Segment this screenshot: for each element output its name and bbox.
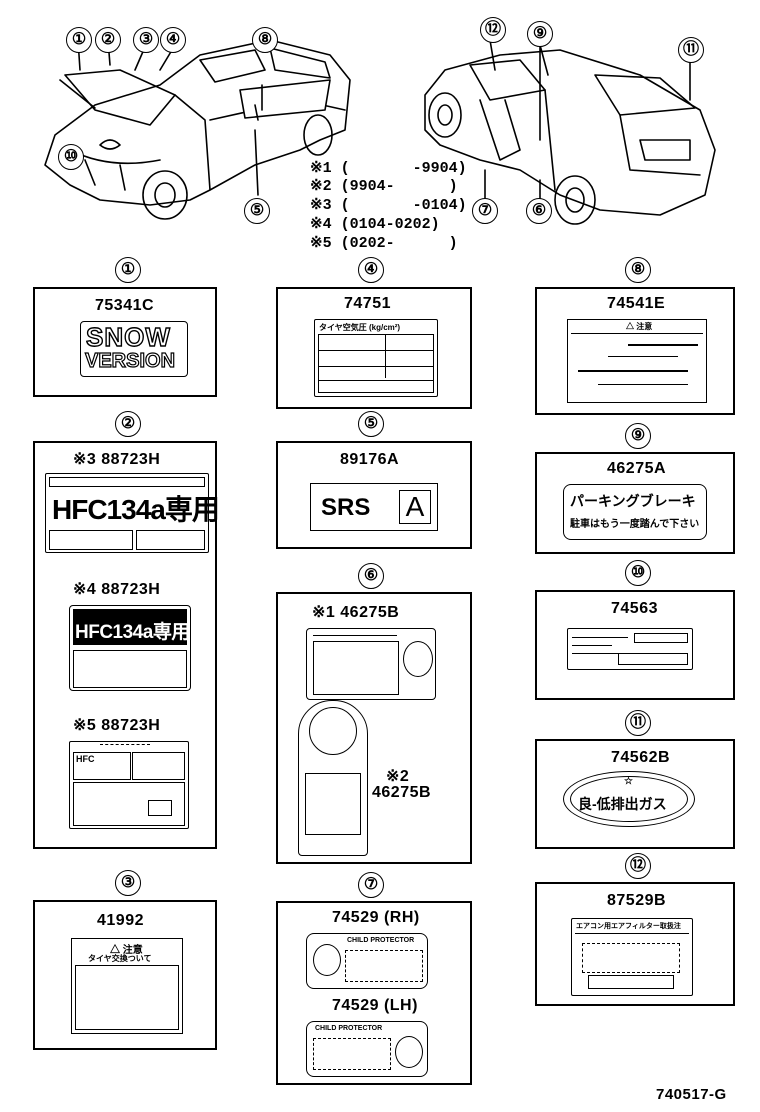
air-filter-header: エアコン用エアフィルター取扱注 (576, 923, 681, 930)
part-number-mark: ※2 (386, 768, 410, 785)
star-icon: ☆ (624, 776, 633, 787)
section-5-callout: ⑤ (358, 411, 384, 437)
section-2-callout: ② (115, 411, 141, 437)
car-illustrations (44, 39, 716, 225)
part-number: 74563 (611, 600, 658, 617)
callout-11-top: ⑪ (678, 37, 704, 63)
callout-7-top: ⑦ (472, 198, 498, 224)
caution-header: △ 注意 (626, 322, 653, 331)
part-4-box: 74751 タイヤ空気圧 (kg/cm²) (276, 287, 472, 409)
part-number: 46275A (607, 460, 667, 477)
tire-pressure-header: タイヤ空気圧 (kg/cm²) (319, 323, 401, 332)
tire-text: タイヤ交換ついて (88, 954, 152, 963)
caution-text: △ 注意 (110, 945, 143, 956)
low-emission-text: 良-低排出ガス (578, 796, 667, 812)
child-protector-label-lh: CHILD PROTECTOR (306, 1021, 428, 1077)
part-number: 74751 (344, 295, 391, 312)
hfc-text: HFC134a専用 (52, 494, 220, 525)
caution-label: △ 注意 (567, 319, 707, 403)
child-protector-text: CHILD PROTECTOR (347, 937, 415, 944)
info-label (567, 628, 693, 670)
part-6-box: ※1 46275B ※2 46275B (276, 592, 472, 864)
legend-item: ※5 (0202- ) (310, 235, 458, 252)
section-9-callout: ⑨ (625, 423, 651, 449)
part-number: ※4 88723H (73, 581, 161, 598)
part-number: 41992 (97, 912, 144, 929)
section-4-callout: ④ (358, 257, 384, 283)
snow-version-label: SNOW VERSION (80, 321, 188, 377)
child-lock-label-1 (306, 628, 436, 700)
part-number: 87529B (607, 892, 667, 909)
child-protector-label-rh: CHILD PROTECTOR (306, 933, 428, 989)
low-emission-badge: ☆ 良-低排出ガス (563, 771, 695, 827)
part-number: 74529 (RH) (332, 909, 420, 926)
callout-4-top: ④ (160, 27, 186, 53)
srs-label: SRS A (310, 483, 438, 531)
hfc-label-1: HFC134a専用 (45, 473, 220, 553)
child-protector-text: CHILD PROTECTOR (315, 1025, 383, 1032)
part-number: ※3 88723H (73, 451, 161, 468)
srs-text: SRS (321, 494, 371, 521)
callout-2-top: ② (95, 27, 121, 53)
hfc-small-text: HFC (76, 754, 95, 764)
version-text: VERSION (84, 349, 176, 372)
part-number: 89176A (340, 451, 400, 468)
part-9-box: 46275A パーキングブレーキ 駐車はもう一度踏んで下さい (535, 452, 735, 554)
part-5-box: 89176A SRS A (276, 441, 472, 549)
section-12-callout: ⑫ (625, 853, 651, 879)
callout-3-top: ③ (133, 27, 159, 53)
hfc-label-3: HFC (69, 741, 189, 829)
drawing-code: 740517-G (656, 1086, 727, 1103)
callout-1-top: ① (66, 27, 92, 53)
front-car-drawing (44, 39, 351, 220)
parking-brake-subtext: 駐車はもう一度踏んで下さい (570, 519, 700, 530)
section-6-callout: ⑥ (358, 563, 384, 589)
part-8-box: 74541E △ 注意 (535, 287, 735, 415)
callout-9-top: ⑨ (527, 21, 553, 47)
rear-car-drawing (424, 39, 716, 225)
door-hanger-tag (298, 700, 368, 856)
part-number: 75341C (95, 297, 155, 314)
part-number: 74562B (611, 749, 671, 766)
legend-item: ※4 (0104-0202) (310, 216, 440, 233)
part-2-box: ※3 88723H HFC134a専用 ※4 88723H HFC134a専用 … (33, 441, 220, 849)
tire-pressure-label: タイヤ空気圧 (kg/cm²) (314, 319, 438, 397)
part-1-box: 75341C SNOW VERSION (33, 287, 217, 397)
section-1-callout: ① (115, 257, 141, 283)
legend-item: ※3 ( -0104) (310, 197, 467, 214)
callout-6-top: ⑥ (526, 198, 552, 224)
callout-12-top: ⑫ (480, 17, 506, 43)
legend-item: ※1 ( -9904) (310, 160, 467, 177)
section-3-callout: ③ (115, 870, 141, 896)
part-number: ※1 46275B (312, 604, 400, 621)
air-filter-label: エアコン用エアフィルター取扱注 (571, 918, 693, 996)
section-10-callout: ⑩ (625, 560, 651, 586)
part-10-box: 74563 (535, 590, 735, 700)
part-7-box: 74529 (RH) CHILD PROTECTOR 74529 (LH) CH… (276, 901, 472, 1085)
part-3-box: 41992 △ 注意 タイヤ交換ついて (33, 900, 217, 1050)
parking-brake-text: パーキングブレーキ (570, 493, 696, 509)
tire-caution-label: △ 注意 タイヤ交換ついて (71, 938, 183, 1034)
section-8-callout: ⑧ (625, 257, 651, 283)
callout-5-top: ⑤ (244, 198, 270, 224)
parking-brake-label: パーキングブレーキ 駐車はもう一度踏んで下さい (563, 484, 707, 540)
callout-10-top: ⑩ (58, 144, 84, 170)
section-11-callout: ⑪ (625, 710, 651, 736)
callout-8-top: ⑧ (252, 27, 278, 53)
part-number: 74529 (LH) (332, 997, 418, 1014)
legend-item: ※2 (9904- ) (310, 178, 458, 195)
snow-text: SNOW (85, 321, 171, 352)
srs-letter: A (399, 490, 431, 524)
part-number: 46275B (372, 784, 432, 801)
section-7-callout: ⑦ (358, 872, 384, 898)
hfc-label-2: HFC134a専用 (69, 605, 191, 691)
part-12-box: 87529B エアコン用エアフィルター取扱注 (535, 882, 735, 1006)
part-11-box: 74562B ☆ 良-低排出ガス (535, 739, 735, 849)
hfc-text: HFC134a専用 (75, 622, 190, 643)
part-number: 74541E (607, 295, 666, 312)
part-number: ※5 88723H (73, 717, 161, 734)
